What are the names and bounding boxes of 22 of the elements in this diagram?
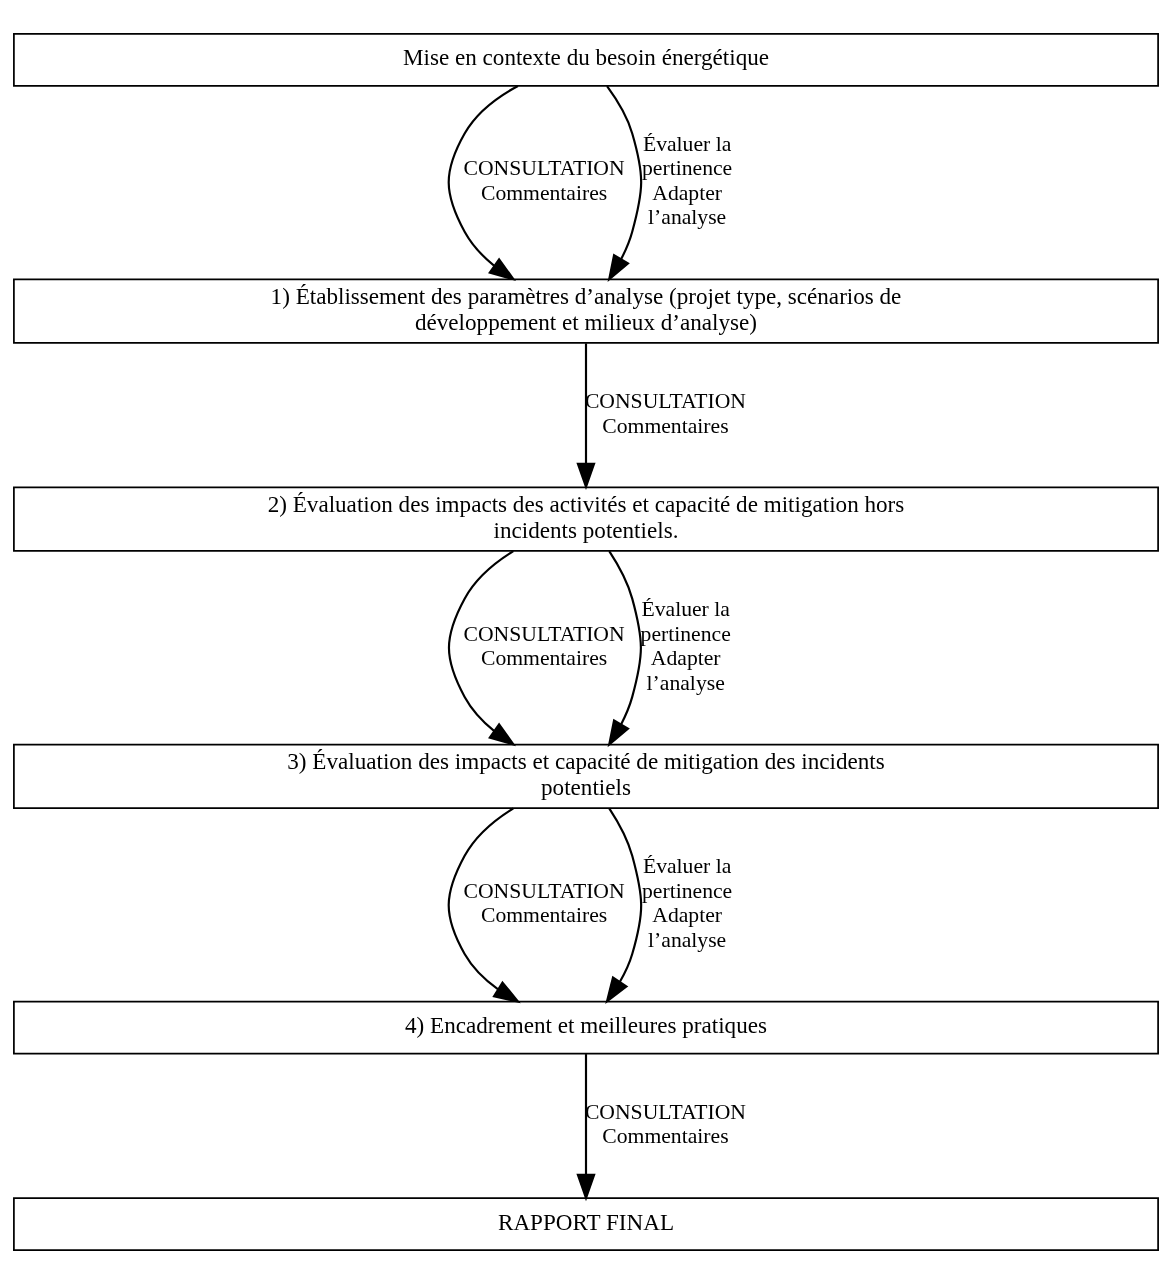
arrow bbox=[607, 550, 642, 747]
edge-label: CONSULTATION Commentaires bbox=[463, 621, 625, 670]
arrow bbox=[605, 807, 643, 1004]
edge-label: Évaluer la pertinence Adapter l’analyse bbox=[640, 596, 731, 695]
arrow bbox=[447, 806, 521, 1003]
edge-label: CONSULTATION Commentaires bbox=[463, 155, 625, 205]
arrow bbox=[447, 549, 517, 746]
node-box: Mise en contexte du besoin énergétique bbox=[13, 32, 1159, 87]
arrow bbox=[576, 1053, 596, 1201]
node-box: RAPPORT FINAL bbox=[13, 1196, 1159, 1251]
arrow bbox=[447, 84, 519, 281]
node-box: 4) Encadrement et meilleures pratiques bbox=[13, 1000, 1159, 1055]
edge-label: Évaluer la pertinence Adapter l’analyse bbox=[642, 131, 733, 229]
edge-label: CONSULTATION Commentaires bbox=[584, 388, 747, 438]
arrow bbox=[606, 85, 643, 282]
edge-label: Évaluer la pertinence Adapter l’analyse bbox=[642, 853, 733, 952]
node-box: 1) Établissement des paramètres d’analyse (projet type, scénarios de développement et milieux d’analyse) bbox=[13, 278, 1159, 344]
node-box: 2) Évaluation des impacts des activités et capacité de mitigation hors incidents potentiels. bbox=[13, 486, 1159, 552]
edge-label: CONSULTATION Commentaires bbox=[584, 1099, 747, 1148]
edge-label: CONSULTATION Commentaires bbox=[463, 878, 625, 927]
node-box: 3) Évaluation des impacts et capacité de mitigation des incidents potentiels bbox=[13, 743, 1159, 809]
arrow bbox=[576, 342, 596, 490]
